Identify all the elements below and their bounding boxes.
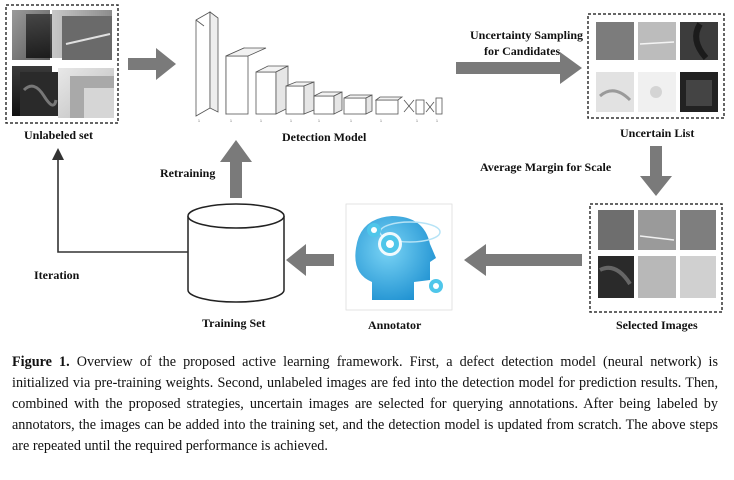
average-margin-label: Average Margin for Scale bbox=[480, 160, 612, 174]
iteration-label: Iteration bbox=[34, 268, 80, 282]
unlabeled-set-images bbox=[12, 10, 114, 118]
iteration-line bbox=[57, 158, 188, 253]
svg-text:1: 1 bbox=[436, 119, 438, 123]
svg-text:1: 1 bbox=[260, 119, 262, 123]
figure-number: Figure 1. bbox=[12, 354, 70, 370]
detection-model-label: Detection Model bbox=[282, 130, 367, 144]
svg-text:1: 1 bbox=[198, 119, 200, 123]
arrow-to-annotator bbox=[464, 244, 582, 276]
retraining-label: Retraining bbox=[160, 166, 216, 180]
detection-model-network bbox=[195, 11, 443, 117]
selected-images-label: Selected Images bbox=[616, 318, 698, 332]
arrow-to-uncertain-list bbox=[456, 52, 582, 84]
figure-caption: Figure 1. Overview of the proposed activ… bbox=[12, 352, 718, 457]
iteration-arrowhead bbox=[52, 148, 64, 160]
uncertainty-sampling-label: Uncertainty Sampling bbox=[470, 28, 584, 42]
svg-text:1: 1 bbox=[230, 119, 232, 123]
arrow-to-training-set bbox=[286, 244, 334, 276]
database-cylinder-icon bbox=[187, 203, 285, 303]
uncertain-list-label: Uncertain List bbox=[620, 126, 695, 140]
svg-text:1: 1 bbox=[416, 119, 418, 123]
uncertain-list-images bbox=[596, 22, 718, 112]
arrow-to-selected-images bbox=[640, 146, 672, 196]
svg-text:1: 1 bbox=[290, 119, 292, 123]
detection-model-tiny-labels: 1 1 1 1 1 1 1 1 1 bbox=[198, 119, 438, 123]
training-set-label: Training Set bbox=[202, 316, 266, 330]
svg-text:1: 1 bbox=[380, 119, 382, 123]
framework-diagram: 1 1 1 1 1 1 1 1 1 bbox=[5, 4, 725, 332]
diagram-canvas: 1 1 1 1 1 1 1 1 1 bbox=[5, 4, 725, 313]
selected-images-thumbs bbox=[598, 210, 716, 298]
caption-text: Overview of the proposed active learning… bbox=[12, 354, 718, 454]
annotator-label: Annotator bbox=[368, 318, 422, 332]
for-candidates-label: for Candidates bbox=[484, 44, 561, 58]
head-with-gears-icon bbox=[355, 216, 443, 300]
svg-text:1: 1 bbox=[350, 119, 352, 123]
arrow-retraining bbox=[220, 140, 252, 198]
arrow-to-detection-model bbox=[128, 48, 176, 80]
unlabeled-set-label: Unlabeled set bbox=[24, 128, 93, 142]
svg-text:1: 1 bbox=[318, 119, 320, 123]
